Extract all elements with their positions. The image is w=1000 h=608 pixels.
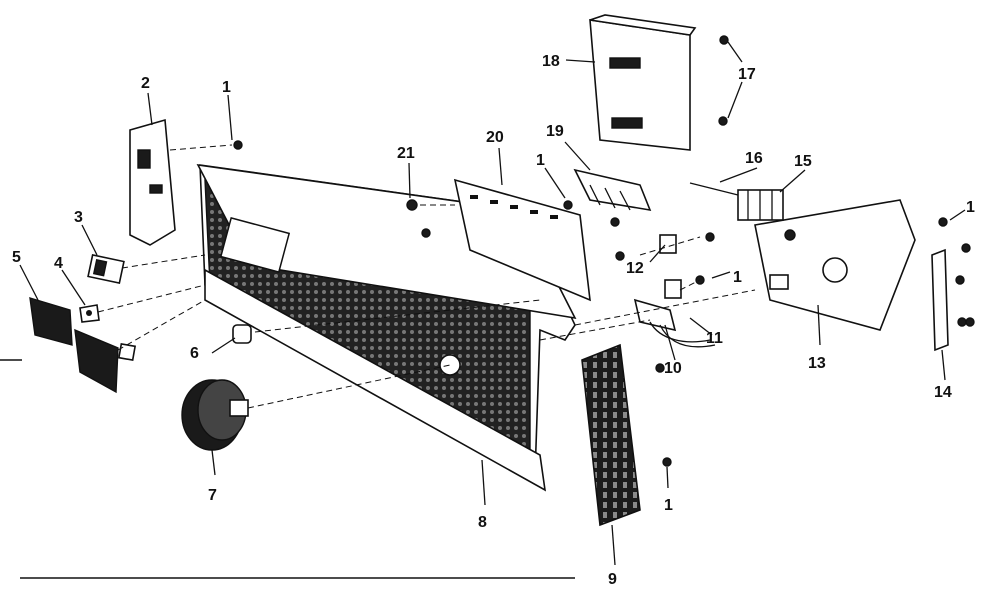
callout-1-b: 1 [536,152,545,169]
terminal-block-part [737,189,784,221]
strip-part [931,248,967,352]
mounting-bracket-part [453,178,591,302]
callout-19: 19 [546,123,564,140]
callout-16: 16 [745,150,763,167]
callout-9: 9 [608,571,617,588]
relay-part [573,168,652,212]
switch-block-part [29,297,137,394]
washer-part [79,304,100,323]
screws [233,35,975,467]
callout-5: 5 [12,249,21,266]
callout-17: 17 [738,66,756,83]
assembly-lines [97,144,756,409]
callout-13: 13 [808,355,826,372]
bracket-part [129,118,176,246]
callout-8: 8 [478,514,487,531]
switch-part [87,253,125,285]
callout-14: 14 [934,384,952,401]
cover-part [589,14,697,151]
timer-part [754,199,916,331]
clip-part [659,234,682,299]
callout-11: 11 [706,330,723,347]
callout-12: 12 [626,260,644,277]
button-part [232,324,252,344]
callout-7: 7 [208,487,217,504]
grille-part [581,343,641,527]
knob-part [181,379,249,451]
callout-20: 20 [486,129,504,146]
callout-10: 10 [664,360,682,377]
callout-21: 21 [397,145,415,162]
leader-lines [19,41,966,566]
callout-1: 1 [222,79,231,96]
callout-2: 2 [141,75,150,92]
callout-6: 6 [190,345,199,362]
callout-1-d: 1 [664,497,673,514]
callout-18: 18 [542,53,560,70]
callout-3: 3 [74,209,83,226]
callout-1-c: 1 [733,269,742,286]
callout-1-e: 1 [966,199,975,216]
callout-labels: 1 2 3 4 5 6 7 8 9 10 11 12 13 14 15 16 1… [12,53,975,588]
wire-harness-part [633,298,716,348]
callout-15: 15 [794,153,812,170]
callout-4: 4 [54,255,63,272]
